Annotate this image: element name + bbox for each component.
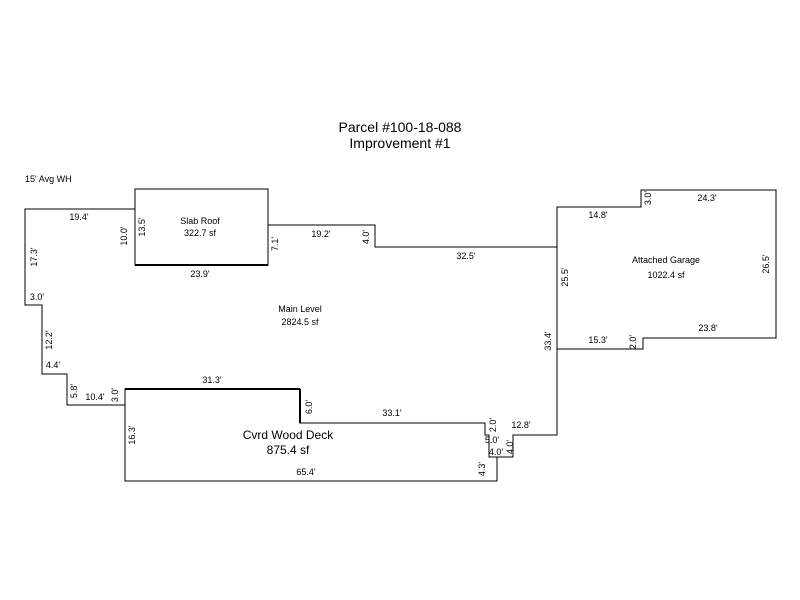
dim-deck-top: 31.3' (202, 375, 222, 385)
wall-height-note: 15' Avg WH (25, 174, 72, 184)
dim-main-step-mid: 4.0' (361, 230, 371, 245)
slab-roof-outline (134, 188, 269, 266)
dim-slab-right: 7.1' (270, 237, 280, 252)
improvement-title: Improvement #1 (349, 135, 450, 151)
dim-deck-bottom: 65.4' (296, 467, 316, 477)
dim-slab-inner: 13.5' (137, 217, 147, 237)
dim-deck-step: 6.0' (304, 400, 314, 415)
dim-deck-step4: 4.0' (505, 440, 515, 455)
dim-main-left-step2: 4.4' (46, 360, 61, 370)
dim-garage-bottom: 23.8' (698, 323, 718, 333)
dim-deck-right: 4.3' (477, 462, 487, 477)
main-level-area: 2824.5 sf (281, 317, 319, 327)
dim-deck-left-step: 3.0' (110, 388, 120, 403)
dim-main-top-right: 32.5' (456, 251, 476, 261)
garage-area: 1022.4 sf (647, 270, 685, 280)
dim-main-bottom-right: 12.8' (511, 420, 531, 430)
dim-main-left-lower: 5.8' (69, 384, 79, 399)
slab-roof-area: 322.7 sf (184, 228, 217, 238)
dim-garage-top: 24.3' (697, 193, 717, 203)
dim-main-top-left: 19.4' (69, 212, 89, 222)
dim-garage-bottom-left: 15.3' (588, 335, 608, 345)
deck-area: 875.4 sf (267, 443, 310, 457)
dim-garage-left: 25.5' (560, 267, 570, 287)
dim-garage-step-bottom: 2.0' (628, 335, 638, 350)
dim-garage-right: 26.5' (761, 254, 771, 274)
dim-deck-step5: 4.0' (489, 447, 504, 457)
dim-main-left-upper: 17.3' (29, 247, 39, 267)
deck-name: Cvrd Wood Deck (243, 428, 334, 442)
main-level-outline-right (497, 247, 558, 458)
dim-deck-step3: 5.0' (485, 435, 500, 445)
dim-deck-top-right: 33.1' (382, 408, 402, 418)
main-level-outline-top (268, 224, 557, 248)
dim-garage-step: 3.0' (643, 191, 653, 206)
dim-garage-left-top: 14.8' (588, 210, 608, 220)
dim-main-left-mid: 12.2' (44, 330, 54, 350)
parcel-title: Parcel #100-18-088 (339, 119, 462, 135)
dim-slab-left: 10.0' (119, 226, 129, 246)
dim-main-right: 33.4' (543, 331, 553, 351)
garage-outline (556, 189, 777, 350)
garage-name: Attached Garage (632, 255, 700, 265)
main-level-outline (24, 208, 135, 406)
dim-deck-left: 16.3' (127, 425, 137, 445)
dim-main-top-mid: 19.2' (311, 229, 331, 239)
dim-slab-bottom: 23.9' (190, 269, 210, 279)
dim-deck-step2: 2.0' (488, 418, 498, 433)
dim-main-bottom-left: 10.4' (85, 392, 105, 402)
main-level-name: Main Level (278, 304, 322, 314)
dim-main-left-step: 3.0' (30, 292, 45, 302)
slab-roof-name: Slab Roof (180, 216, 220, 226)
